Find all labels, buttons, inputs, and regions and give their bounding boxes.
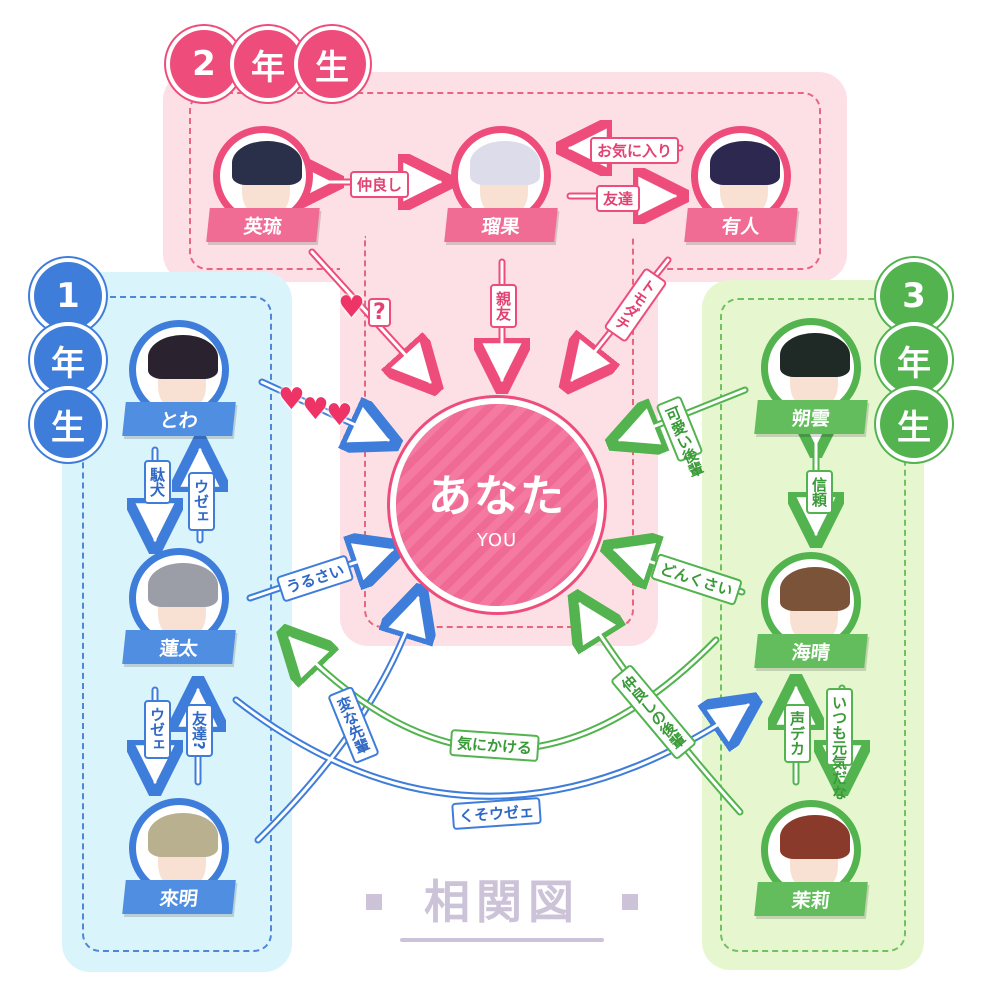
relation-label: 友達? — [186, 704, 213, 757]
relation-label: お気に入り — [590, 137, 680, 164]
relation-label: ? — [368, 298, 391, 327]
relation-label: 親友 — [490, 284, 517, 328]
character-name: 瑠果 — [444, 208, 558, 242]
character-name: 朔雲 — [754, 400, 868, 434]
relation-label: 信頼 — [806, 470, 833, 514]
relation-label: 仲良し — [350, 171, 410, 198]
relation-label: ウゼェ — [144, 700, 171, 759]
heart-icon: ♥ — [326, 398, 353, 433]
character-towa: とわ — [122, 320, 236, 450]
relation-label: 声デカ — [784, 704, 811, 763]
relation-label: 駄犬 — [144, 460, 171, 504]
character-ruka: 瑠果 — [444, 126, 558, 256]
character-kaisei: 海晴 — [754, 552, 868, 682]
relation-label: ウゼェ — [188, 472, 215, 531]
heart-icon: ♥ — [302, 392, 329, 427]
relation-label: 友達 — [596, 185, 641, 212]
character-name: 茉莉 — [754, 882, 868, 916]
character-raimei: 來明 — [122, 798, 236, 928]
heart-icon: ♥ — [278, 382, 305, 417]
character-name: 蓮太 — [122, 630, 236, 664]
character-renta: 蓮太 — [122, 548, 236, 678]
character-sakumo: 朔雲 — [754, 318, 868, 448]
character-mari: 茉莉 — [754, 800, 868, 930]
heart-icon: ♥ — [338, 290, 365, 325]
avatar — [761, 552, 861, 652]
relation-label: いつも元気だな — [826, 688, 853, 800]
character-name: 海晴 — [754, 634, 868, 668]
diagram-title: 相関図 — [366, 866, 638, 952]
you-sublabel: YOU — [476, 529, 518, 551]
you-label: あなた — [428, 470, 566, 522]
character-yuto: 有人 — [684, 126, 798, 256]
character-name: 來明 — [122, 880, 236, 914]
you-node: あなた YOU — [396, 404, 598, 606]
character-name: 英琉 — [206, 208, 320, 242]
character-name: とわ — [122, 402, 236, 436]
character-name: 有人 — [684, 208, 798, 242]
character-eiryu: 英琉 — [206, 126, 320, 256]
